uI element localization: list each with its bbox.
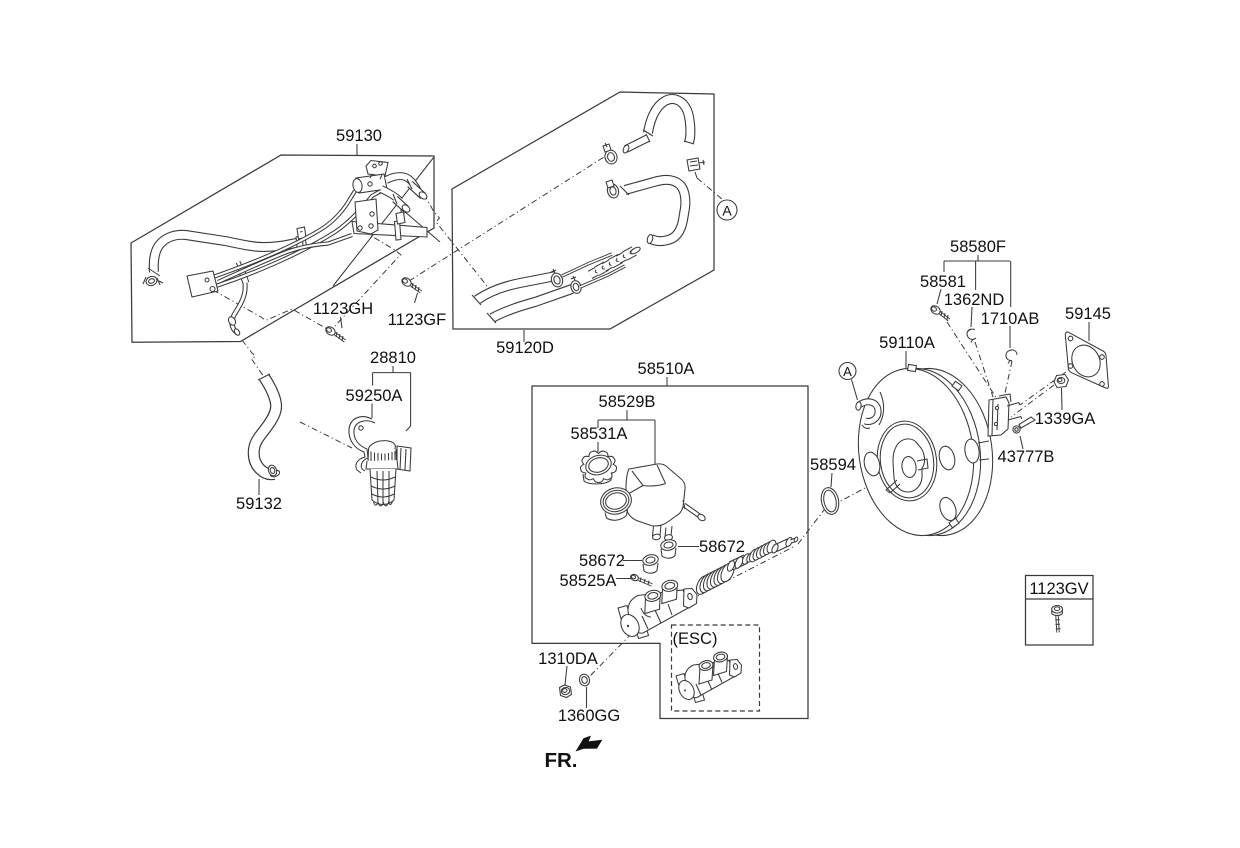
svg-text:58594: 58594 <box>810 456 856 474</box>
svg-text:FR.: FR. <box>544 749 577 772</box>
svg-text:1310DA: 1310DA <box>538 650 598 668</box>
svg-text:58580F: 58580F <box>950 238 1006 256</box>
svg-text:58531A: 58531A <box>571 425 628 443</box>
svg-text:(ESC): (ESC) <box>673 630 718 648</box>
svg-text:58672: 58672 <box>699 538 745 556</box>
svg-text:58529B: 58529B <box>599 393 656 411</box>
svg-text:58510A: 58510A <box>638 360 695 378</box>
svg-text:1339GA: 1339GA <box>1035 410 1096 428</box>
svg-text:A: A <box>843 364 852 379</box>
svg-text:A: A <box>722 203 732 219</box>
svg-text:59132: 59132 <box>236 495 282 513</box>
svg-text:59120D: 59120D <box>496 339 554 357</box>
svg-text:1123GH: 1123GH <box>313 300 373 318</box>
svg-text:59130: 59130 <box>336 127 382 145</box>
svg-text:1123GF: 1123GF <box>388 311 446 329</box>
svg-text:1360GG: 1360GG <box>558 707 620 725</box>
svg-text:1710AB: 1710AB <box>981 310 1040 328</box>
svg-text:59110A: 59110A <box>879 334 935 352</box>
svg-text:59145: 59145 <box>1065 305 1111 323</box>
svg-text:1123GV: 1123GV <box>1029 580 1088 598</box>
svg-text:58525A: 58525A <box>560 572 617 590</box>
svg-text:43777B: 43777B <box>998 448 1055 466</box>
svg-text:58581: 58581 <box>920 273 966 291</box>
svg-text:58672: 58672 <box>579 552 625 570</box>
svg-text:1362ND: 1362ND <box>944 291 1005 309</box>
svg-text:28810: 28810 <box>370 349 416 367</box>
svg-text:59250A: 59250A <box>346 387 403 405</box>
